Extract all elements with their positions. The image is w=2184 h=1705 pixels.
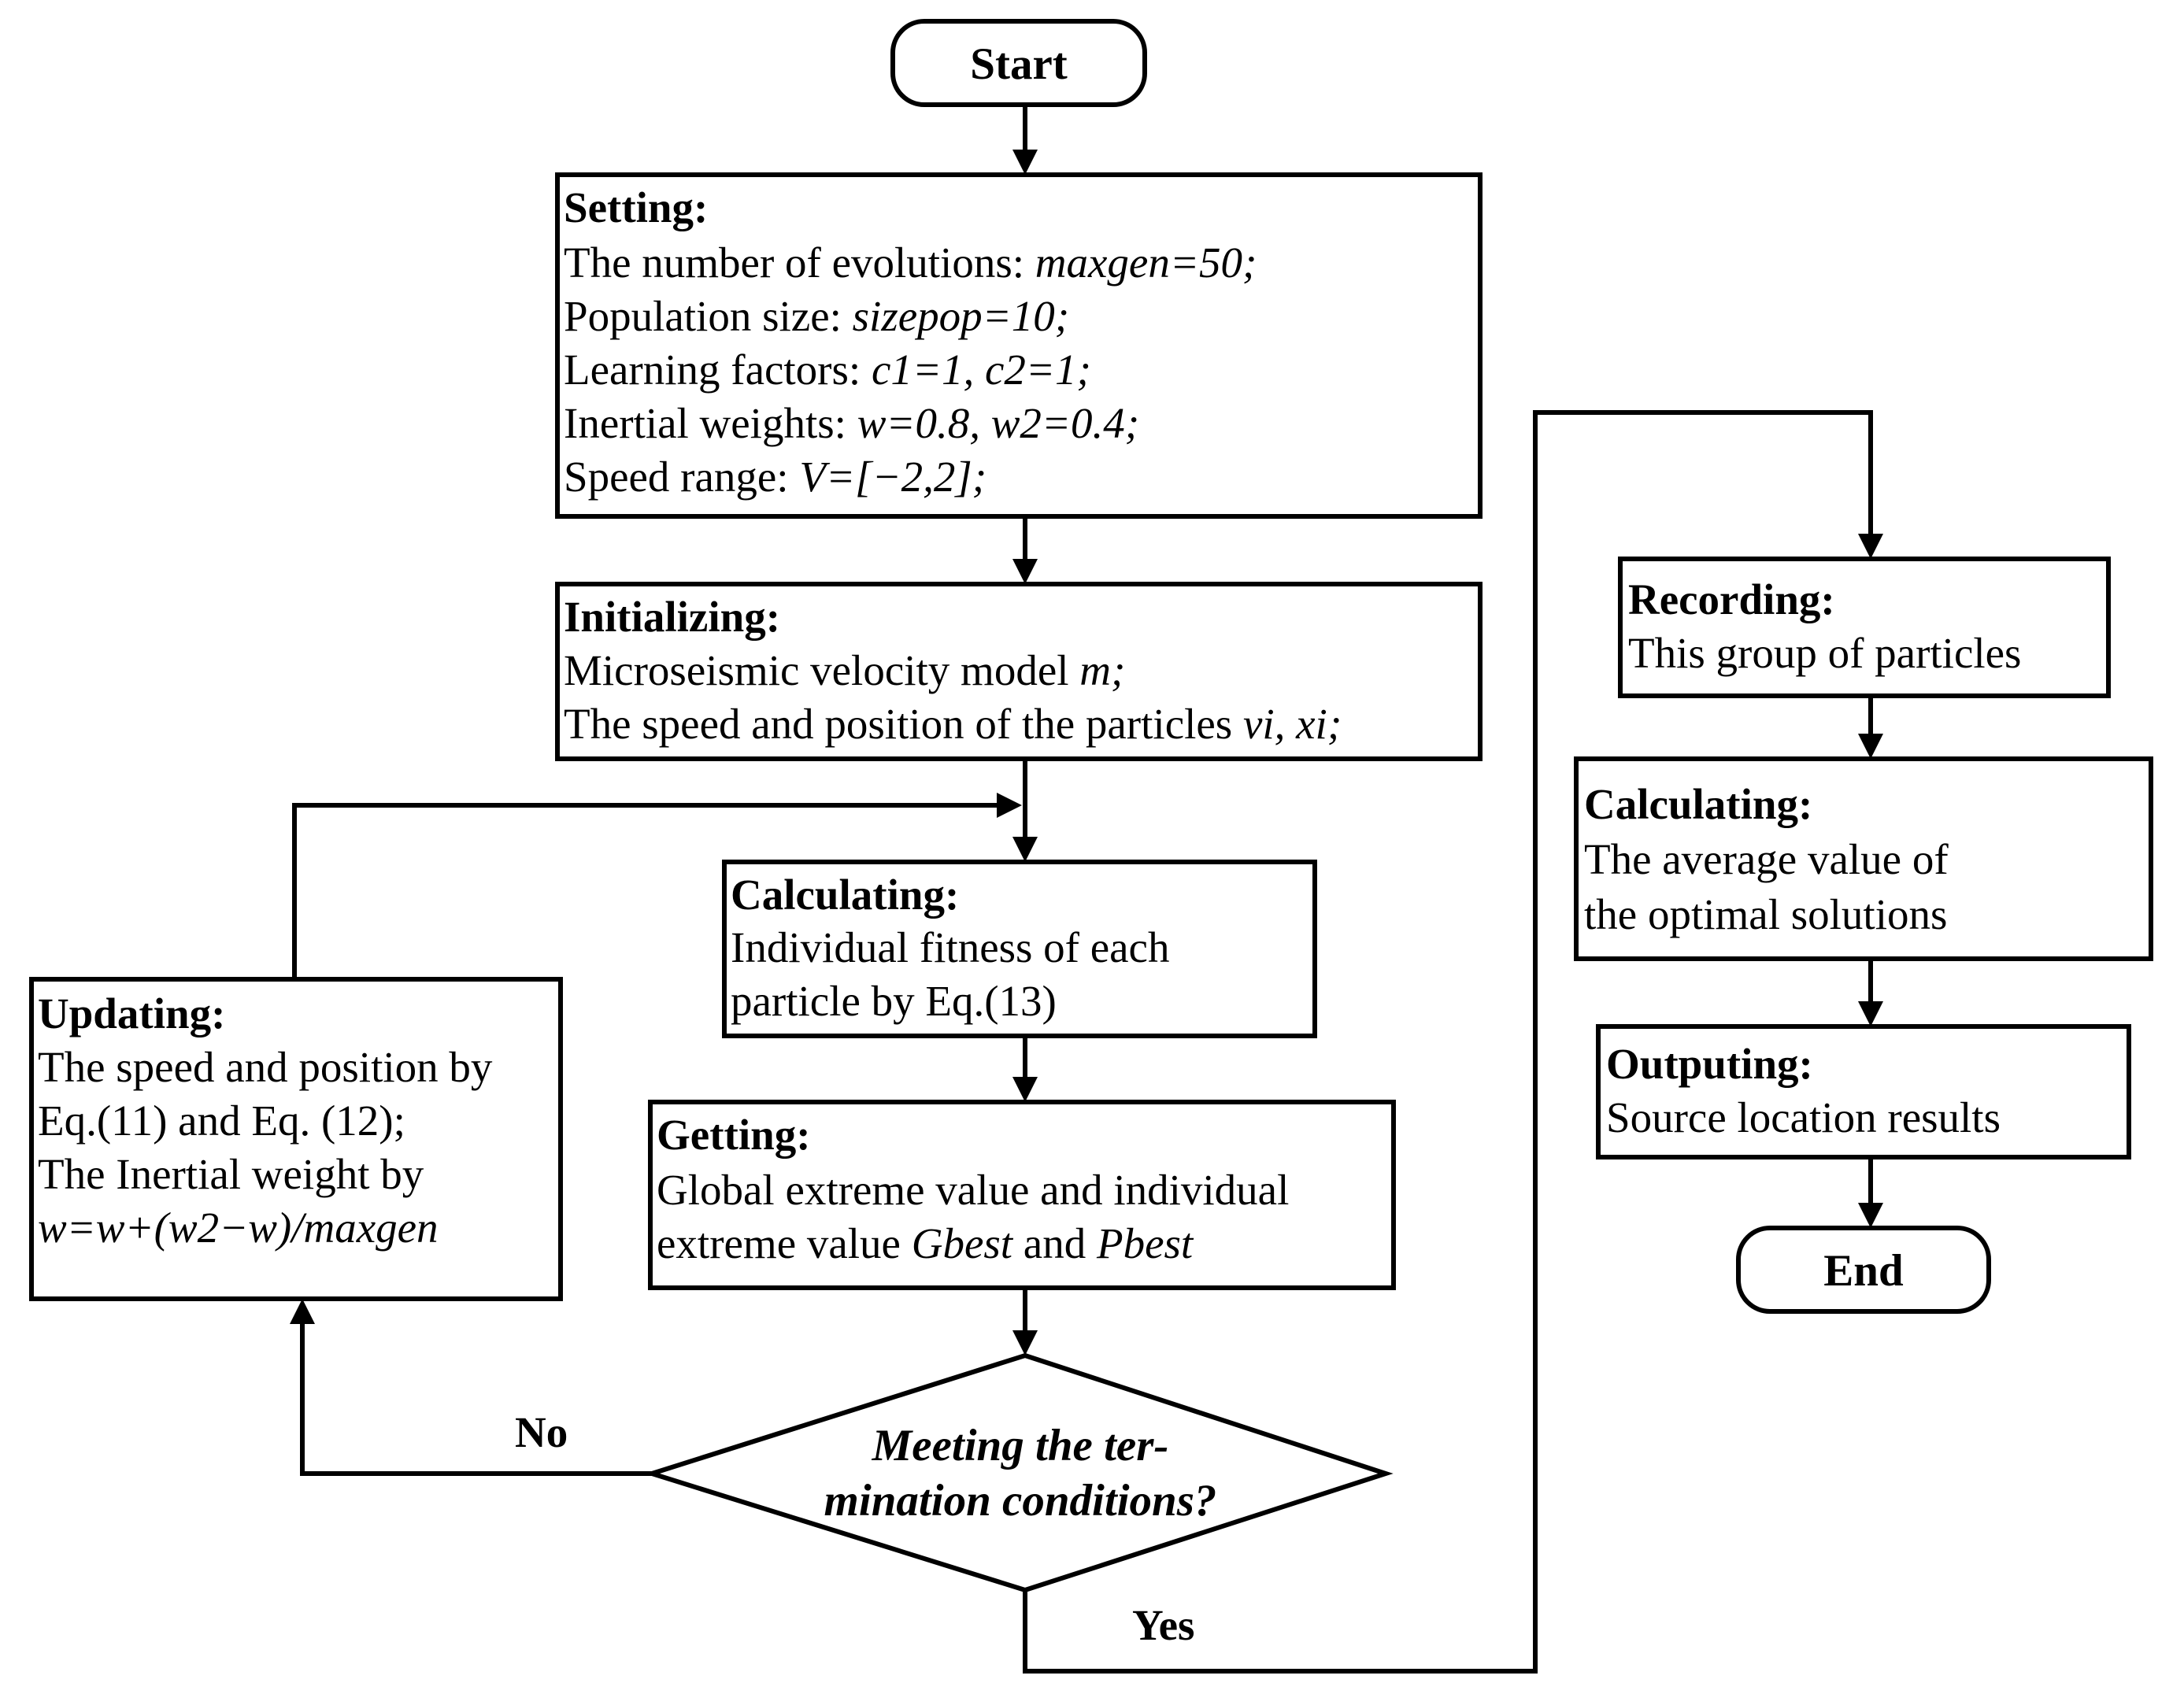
outputing-line1: Source location results <box>1606 1093 2001 1141</box>
setting-evolutions-value: maxgen=50; <box>1035 239 1257 287</box>
getting-line2: extreme value Gbest and Pbest <box>657 1219 1194 1267</box>
setting-evolutions-text: The number of evolutions: <box>564 239 1035 287</box>
decision-line1: Meeting the ter- <box>872 1421 1169 1470</box>
getting-pbest: Pbest <box>1096 1219 1194 1267</box>
updating-line4: w=w+(w2−w)/maxgen <box>38 1204 439 1252</box>
getting-gbest: Gbest <box>912 1219 1014 1267</box>
updating-box: Updating: The speed and position by Eq.(… <box>29 977 563 1301</box>
setting-inertial-value: w=0.8, w2=0.4; <box>857 399 1139 447</box>
arrowhead-getting-to-decision <box>1012 1330 1038 1355</box>
setting-inertial-text: Inertial weights: <box>564 399 857 447</box>
arrowhead-updating-loop-back <box>997 793 1022 818</box>
setting-line-population: Population size: sizepop=10; <box>564 292 1069 340</box>
connectors <box>290 105 1883 1674</box>
arrow-updating-loop-back <box>292 803 1014 979</box>
getting-box: Getting: Global extreme value and indivi… <box>648 1100 1396 1290</box>
setting-speed-value: V=[−2,2]; <box>799 453 987 501</box>
setting-line-evolutions: The number of evolutions: maxgen=50; <box>564 239 1257 287</box>
calculating-fitness-line1: Individual fitness of each <box>731 923 1169 971</box>
arrowhead-average-to-outputing <box>1858 1001 1883 1026</box>
initializing-model-text: Microseismic velocity model <box>564 646 1079 694</box>
initializing-box: Initializing: Microseismic velocity mode… <box>555 582 1483 761</box>
decision-line2: mination conditions? <box>824 1476 1217 1526</box>
calculating-average-line1: The average value of <box>1584 835 1949 883</box>
arrowhead-initializing-to-calculating <box>1012 837 1038 862</box>
recording-heading: Recording: <box>1628 575 1835 623</box>
calculating-average-heading: Calculating: <box>1584 780 1812 828</box>
calculating-fitness-box: Calculating: Individual fitness of each … <box>722 860 1317 1038</box>
initializing-particles-value: vi, xi; <box>1243 700 1342 748</box>
recording-box: Recording: This group of particles <box>1618 557 2111 698</box>
initializing-model-value: m; <box>1079 646 1125 694</box>
arrowhead-setting-to-initializing <box>1012 559 1038 584</box>
arrowhead-outputing-to-end <box>1858 1203 1883 1228</box>
calculating-average-line2: the optimal solutions <box>1584 890 1947 938</box>
arrowhead-yes-to-recording <box>1858 534 1883 559</box>
getting-heading: Getting: <box>657 1111 811 1159</box>
yes-label: Yes <box>1132 1601 1194 1649</box>
initializing-particles-text: The speed and position of the particles <box>564 700 1243 748</box>
start-label: Start <box>970 39 1067 89</box>
outputing-heading: Outputing: <box>1606 1040 1813 1088</box>
initializing-line-particles: The speed and position of the particles … <box>564 700 1342 748</box>
updating-heading: Updating: <box>38 989 225 1037</box>
getting-and: and <box>1012 1219 1097 1267</box>
setting-learning-text: Learning factors: <box>564 346 872 394</box>
setting-line-learning: Learning factors: c1=1, c2=1; <box>564 346 1091 394</box>
setting-heading: Setting: <box>564 183 708 231</box>
arrowhead-recording-to-average <box>1858 734 1883 759</box>
arrowhead-calculating-to-getting <box>1012 1077 1038 1102</box>
decision-diamond: Meeting the ter- mination conditions? <box>643 1352 1394 1593</box>
setting-line-inertial: Inertial weights: w=0.8, w2=0.4; <box>564 399 1139 447</box>
arrowhead-no-to-updating <box>290 1299 315 1324</box>
setting-speed-text: Speed range: <box>564 453 799 501</box>
start-node: Start <box>890 19 1147 107</box>
arrowhead-start-to-setting <box>1012 150 1038 175</box>
outputing-box: Outputing: Source location results <box>1596 1024 2131 1159</box>
getting-line2-text: extreme value <box>657 1219 912 1267</box>
calculating-average-box: Calculating: The average value of the op… <box>1574 756 2153 961</box>
updating-line1: The speed and position by <box>38 1043 493 1091</box>
setting-box: Setting: The number of evolutions: maxge… <box>555 172 1483 519</box>
recording-line1: This group of particles <box>1628 629 2021 677</box>
setting-population-text: Population size: <box>564 292 853 340</box>
no-label: No <box>515 1408 568 1456</box>
end-label: End <box>1823 1246 1904 1296</box>
initializing-heading: Initializing: <box>564 593 780 641</box>
setting-population-value: sizepop=10; <box>853 292 1069 340</box>
end-node: End <box>1736 1226 1991 1314</box>
updating-line2: Eq.(11) and Eq. (12); <box>38 1097 405 1145</box>
getting-line1: Global extreme value and individual <box>657 1166 1289 1214</box>
updating-line3: The Inertial weight by <box>38 1150 424 1198</box>
calculating-fitness-heading: Calculating: <box>731 871 959 919</box>
arrow-no-to-updating <box>300 1307 652 1476</box>
arrow-yes-to-recording <box>1023 410 1873 1674</box>
calculating-fitness-line2: particle by Eq.(13) <box>731 977 1057 1025</box>
setting-line-speed: Speed range: V=[−2,2]; <box>564 453 987 501</box>
setting-learning-value: c1=1, c2=1; <box>872 346 1091 394</box>
initializing-line-model: Microseismic velocity model m; <box>564 646 1125 694</box>
